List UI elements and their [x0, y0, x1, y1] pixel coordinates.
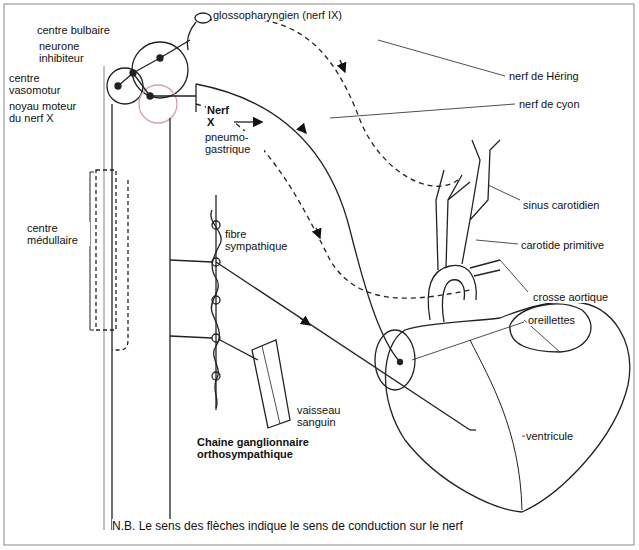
- vessel-label: sinus carotidien: [522, 199, 600, 211]
- neuron-label: neurone inhibiteur: [38, 40, 102, 64]
- vessel-label: carotide primitive: [520, 239, 605, 251]
- heart-part-label: ventricule: [525, 430, 574, 442]
- vessel-label: crosse aortique: [532, 291, 609, 303]
- nerve-label: nerf de cyon: [518, 98, 581, 110]
- nerve-label: fibre sympathique: [224, 228, 290, 252]
- vessel-label: vaisseau sanguin: [296, 404, 354, 428]
- nucleus-label: noyau moteur du nerf X: [8, 100, 80, 124]
- nerve-label: Nerf X: [206, 104, 234, 128]
- center-label: centre vasomotur: [8, 72, 74, 96]
- center-label: centre médullaire: [26, 222, 90, 246]
- nerve-label: pneumo-gastrique: [204, 131, 264, 155]
- nerve-label: glossopharyngien (nerf IX): [212, 9, 343, 21]
- center-label: centre bulbaire: [36, 24, 111, 36]
- caption-note: N.B. Le sens des flèches indique le sens…: [112, 519, 463, 533]
- nerve-label: nerf de Héring: [508, 70, 580, 82]
- chain-label: Chaine ganglionnaire orthosympathique: [196, 436, 336, 460]
- heart-part-label: oreillettes: [527, 314, 576, 326]
